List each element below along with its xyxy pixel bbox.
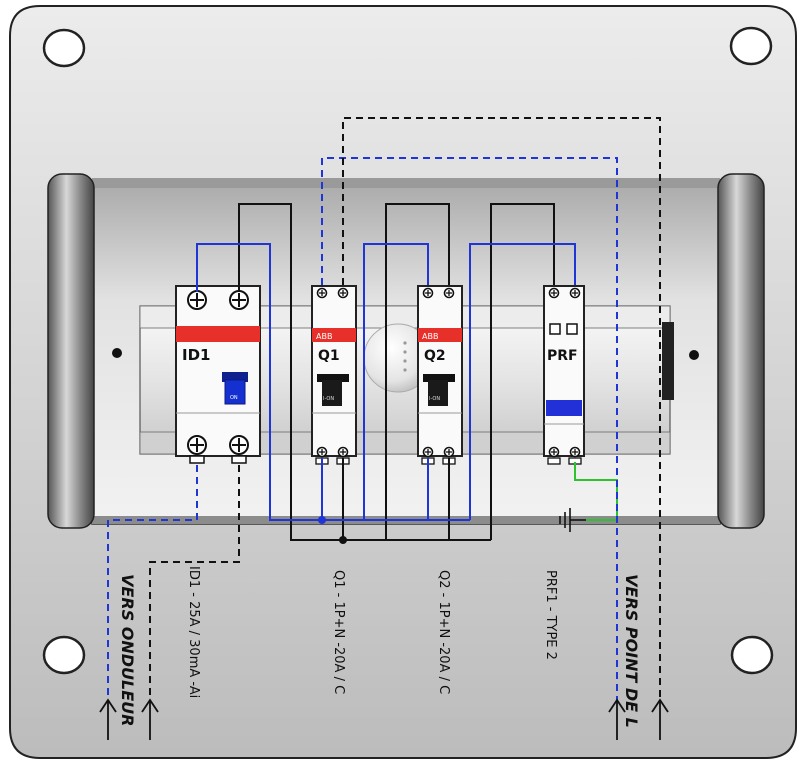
cable-onduleur-neutral — [107, 465, 198, 700]
id1-switch-text: ON — [230, 395, 238, 401]
q2-top-screws — [422, 287, 455, 299]
wire-neutral-q2-to-prf — [469, 243, 576, 520]
cable-point-neutral — [321, 157, 618, 700]
q1-brand-band — [312, 328, 356, 342]
id1-button — [224, 379, 246, 405]
mounting-hole-top-left — [42, 28, 86, 68]
device-prf: PRF — [543, 285, 585, 465]
q1-bottom-screws — [316, 446, 349, 458]
id1-bottom-screw-right — [229, 435, 249, 455]
device-q2: ABB Q2 I-ON — [417, 285, 463, 465]
q1-top-screws — [316, 287, 349, 299]
label-prf-spec: PRF1 - TYPE 2 — [543, 570, 558, 660]
prf-top-screws — [548, 287, 581, 299]
q2-brand: ABB — [422, 332, 438, 341]
cable-end-arrows — [99, 698, 669, 740]
q1-name: Q1 — [318, 348, 340, 364]
label-vers-onduleur: VERS ONDULEUR — [118, 574, 137, 726]
label-id1-spec: ID1 - 25A / 30mA -Ai — [186, 566, 201, 698]
rail-end-stop — [662, 322, 674, 400]
label-q2-spec: Q2 - 1P+N -20A / C — [436, 570, 451, 694]
id1-button-cap — [222, 372, 248, 382]
prf-name: PRF — [547, 348, 578, 364]
phase-junction — [339, 536, 347, 544]
mounting-hole-bottom-left — [42, 635, 86, 675]
q1-toggle — [322, 380, 342, 406]
label-q1-spec: Q1 - 1P+N -20A / C — [331, 570, 346, 694]
q1-brand: ABB — [316, 332, 332, 341]
rail-screw-right — [689, 350, 699, 360]
q2-toggle — [428, 380, 448, 406]
cable-onduleur-phase — [149, 465, 240, 700]
left-handle — [47, 173, 95, 529]
id1-top-screw-left — [187, 290, 207, 310]
rail-screw-left — [112, 348, 122, 358]
right-handle — [717, 173, 765, 529]
label-vers-point: VERS POINT DE L — [622, 574, 641, 728]
din-rail-bottom-lip — [139, 431, 671, 455]
wire-phase-q1-to-q2 — [385, 203, 450, 540]
wire-neutral-q1-to-q2 — [363, 243, 429, 520]
prf-window — [546, 400, 582, 416]
q2-brand-band — [418, 328, 462, 342]
wire-neutral-id1-to-q1 — [196, 243, 323, 521]
mounting-hole-top-right — [729, 26, 773, 66]
id1-bottom-screw-left — [187, 435, 207, 455]
device-id1: ID1 ON — [175, 285, 261, 464]
prf-bottom-screws — [548, 446, 581, 458]
id1-name: ID1 — [182, 346, 210, 364]
cable-gland-dots — [403, 341, 407, 372]
q1-switch-text: I-ON — [323, 396, 334, 402]
q2-name: Q2 — [424, 348, 446, 364]
id1-red-band — [176, 326, 260, 342]
neutral-junction — [318, 516, 326, 524]
q2-bottom-screws — [422, 446, 455, 458]
tray-top-edge — [92, 178, 720, 188]
cable-point-phase — [342, 117, 661, 700]
device-q1: ABB Q1 I-ON — [311, 285, 357, 465]
q2-switch-text: I-ON — [429, 396, 440, 402]
id1-top-screw-right — [229, 290, 249, 310]
mounting-hole-bottom-right — [730, 635, 774, 675]
earth-symbol — [559, 508, 586, 532]
